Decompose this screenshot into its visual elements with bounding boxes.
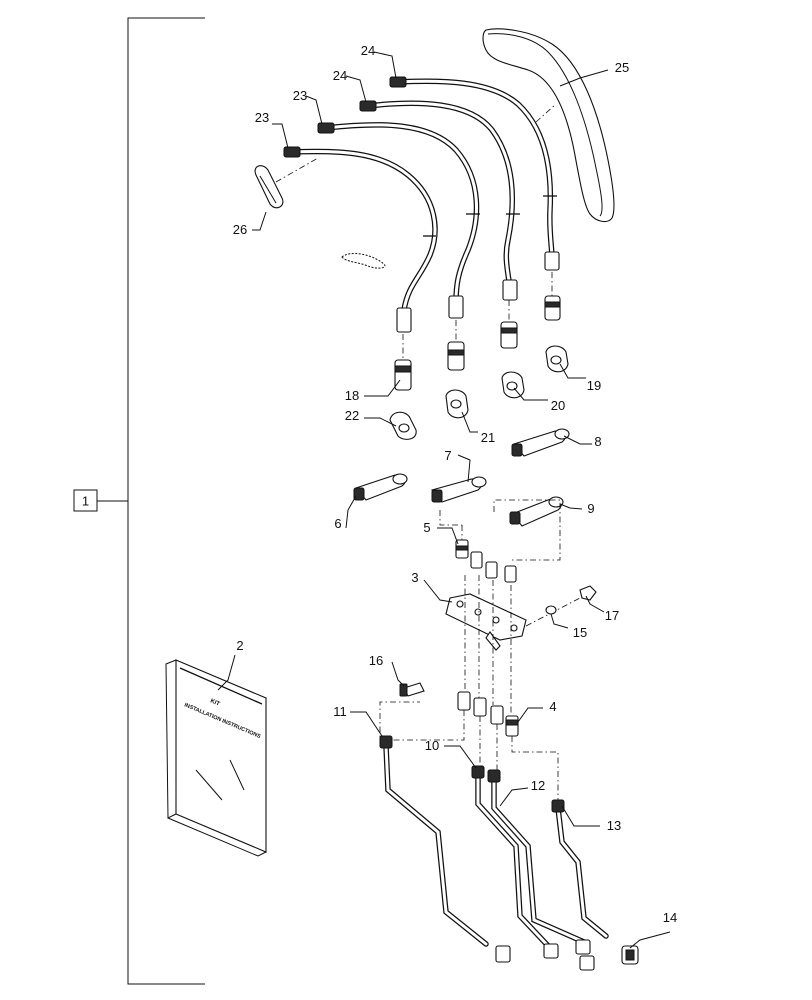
callout-16: 16 [369,653,383,668]
callout-23b: 23 [293,88,307,103]
instruction-manual: KIT INSTALLATION INSTRUCTIONS [165,659,267,857]
callout-15: 15 [573,625,587,640]
callout-21: 21 [481,430,495,445]
callout-2: 2 [236,638,243,653]
callout-12: 12 [531,778,545,793]
hose-guard [482,28,615,223]
callout-24b: 24 [361,43,375,58]
callout-3: 3 [411,570,418,585]
callout-7: 7 [444,448,451,463]
adapters-upper [439,499,561,583]
callout-25: 25 [615,60,629,75]
callout-26: 26 [233,222,247,237]
kit-bracket: 1 [73,17,205,985]
callout-10: 10 [425,738,439,753]
callout-22: 22 [345,408,359,423]
callout-14: 14 [663,910,677,925]
kit-label: 1 [82,494,89,509]
callout-numbers: 2 3 4 5 6 7 8 9 10 11 12 13 14 15 16 17 … [233,43,677,925]
callout-20: 20 [551,398,565,413]
callout-17: 17 [605,608,619,623]
callout-24a: 24 [333,68,347,83]
manual-title-line1: KIT [209,698,221,707]
callout-23a: 23 [255,110,269,125]
callout-6: 6 [334,516,341,531]
adapters-lower [379,691,559,805]
quick-couplers [394,272,561,391]
hose-clamp [254,157,386,269]
kit-label-box [73,489,98,512]
callout-18: 18 [345,388,359,403]
hose-assemblies [283,76,560,333]
steel-tubes [379,735,639,971]
callout-5: 5 [423,520,430,535]
callout-13: 13 [607,818,621,833]
callout-19: 19 [587,378,601,393]
callout-8: 8 [594,434,601,449]
callout-9: 9 [587,501,594,516]
callout-4: 4 [549,699,556,714]
mount-plate [445,575,581,720]
leader-lines [217,51,671,949]
tethered-caps [353,428,570,527]
dust-caps [389,345,569,440]
fasteners [399,585,597,697]
callout-11: 11 [333,704,347,719]
